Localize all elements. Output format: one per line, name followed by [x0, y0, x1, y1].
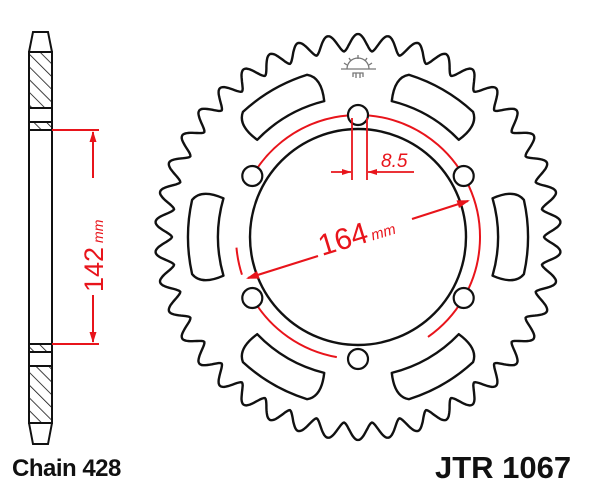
bore-dimension-label: 142mm: [79, 219, 109, 292]
lightening-slot: [390, 73, 476, 142]
bottom-tooth-chamfer: [28, 422, 53, 445]
top-gap: [28, 107, 53, 123]
body-section: [28, 129, 53, 345]
lightening-slot: [240, 332, 326, 401]
pcd-arc: [248, 114, 481, 338]
pcd-arc: [251, 297, 337, 359]
bottom-hub-hatch: [28, 343, 53, 353]
bolt-hole-dimension: [331, 118, 414, 180]
lightening-slot: [491, 192, 530, 282]
bolt-hole: [452, 164, 475, 188]
pcd-arc: [235, 247, 243, 276]
lightening-slot: [186, 192, 225, 282]
side-profile-view: [28, 31, 53, 445]
sun-logo-icon: [341, 55, 376, 78]
centre-bore-circle: [248, 127, 468, 347]
pcd-circle: [235, 114, 481, 359]
lightening-slots: [186, 73, 530, 401]
bolt-hole: [346, 347, 370, 371]
bolt-hole: [452, 286, 475, 310]
part-number-label: JTR 1067: [435, 450, 572, 485]
top-hub-hatch: [28, 121, 53, 131]
bottom-hatched-section: [28, 365, 53, 424]
chain-size-label: Chain 428: [12, 455, 121, 482]
pcd-dimension-label: 164mm: [314, 208, 398, 262]
bottom-gap: [28, 351, 53, 367]
pcd-dimension: [246, 199, 470, 280]
top-hatched-section: [28, 51, 53, 109]
bolt-hole-dimension-label: 8.5: [381, 151, 408, 172]
sprocket-teeth-outline: [154, 32, 562, 442]
bore-dimension: [52, 129, 99, 345]
bolt-hole: [241, 164, 264, 188]
top-tooth-chamfer: [28, 31, 53, 53]
bolt-hole: [241, 286, 264, 310]
bolt-holes: [241, 103, 475, 371]
lightening-slot: [390, 332, 476, 401]
lightening-slot: [240, 73, 326, 142]
bolt-hole: [346, 103, 370, 127]
